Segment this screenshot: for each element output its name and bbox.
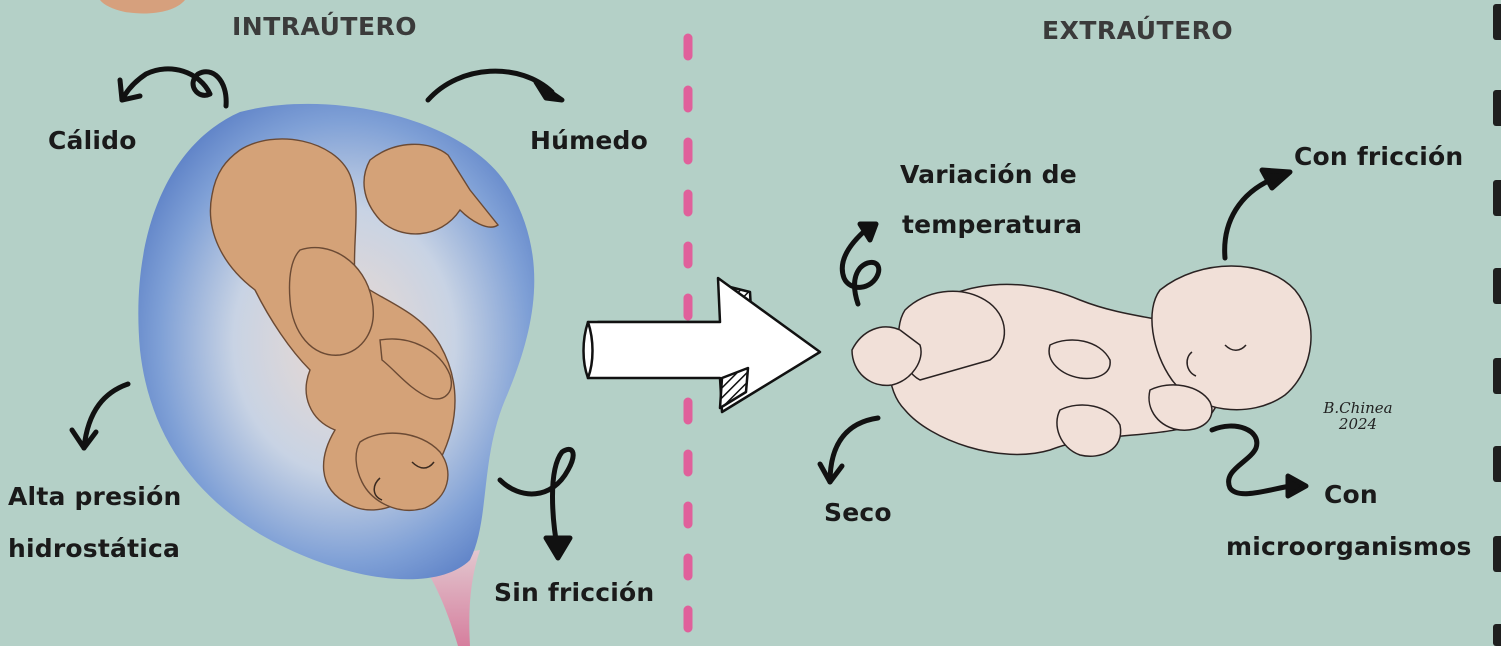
edge-tab — [1493, 358, 1501, 394]
label-hidrostatica: hidrostática — [8, 534, 180, 563]
label-humedo: Húmedo — [530, 126, 648, 155]
arrow-calido — [120, 69, 226, 106]
edge-tab — [1493, 446, 1501, 482]
label-temperatura: temperatura — [902, 210, 1082, 239]
signature-year: 2024 — [1318, 416, 1398, 432]
label-calido: Cálido — [48, 126, 137, 155]
label-variacion: Variación de — [900, 160, 1077, 189]
edge-tab — [1493, 180, 1501, 216]
edge-tab — [1493, 90, 1501, 126]
signature-name: B.Chinea — [1318, 400, 1398, 416]
arrow-sin-friccion — [500, 449, 573, 558]
label-seco: Seco — [824, 498, 892, 527]
edge-tab — [1493, 4, 1501, 40]
womb-illustration — [138, 104, 534, 646]
edge-tab — [1493, 536, 1501, 572]
corner-blob — [100, 0, 185, 14]
transition-arrow — [584, 278, 821, 412]
heading-extrautero: EXTRAÚTERO — [1042, 16, 1233, 45]
label-sin-friccion: Sin fricción — [494, 578, 654, 607]
label-alta-presion: Alta presión — [8, 482, 181, 511]
arrow-microorganismos — [1212, 426, 1306, 496]
arrow-con-friccion — [1225, 170, 1290, 258]
arrow-seco — [820, 418, 878, 482]
artist-signature: B.Chinea 2024 — [1318, 400, 1398, 432]
edge-tab — [1493, 268, 1501, 304]
arrow-variacion — [842, 224, 879, 304]
heading-intrautero: INTRAÚTERO — [232, 12, 417, 41]
arrow-humedo — [428, 71, 562, 100]
label-con-friccion: Con fricción — [1294, 142, 1463, 171]
label-microorganismos: microorganismos — [1226, 532, 1472, 561]
edge-tab — [1493, 624, 1501, 646]
label-con: Con — [1324, 480, 1378, 509]
arrow-alta-presion — [72, 384, 128, 448]
